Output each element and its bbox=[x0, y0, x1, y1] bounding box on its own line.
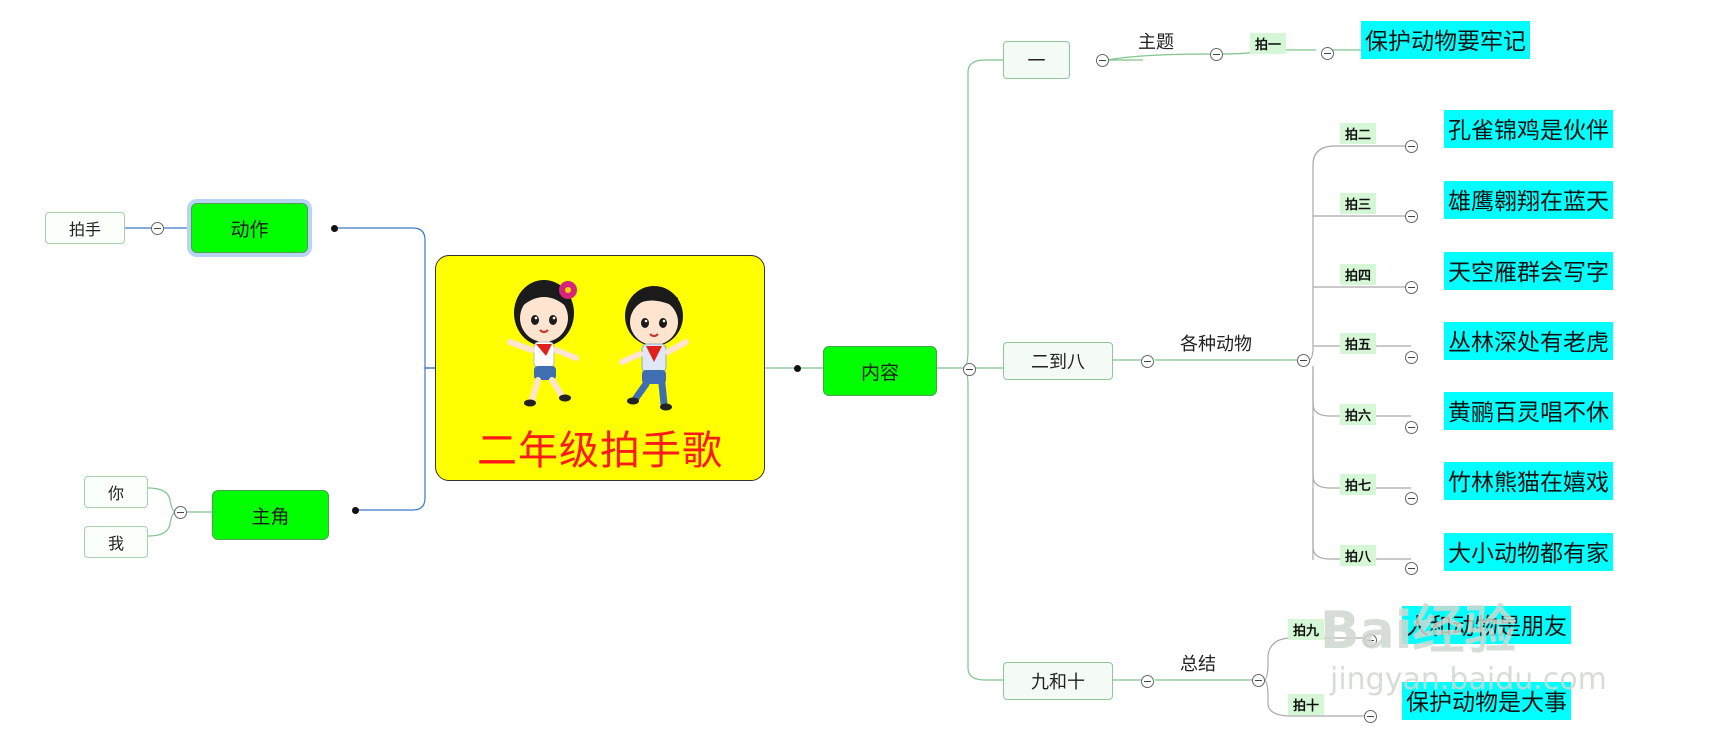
collapse-toggle-beat[interactable] bbox=[1405, 140, 1418, 153]
verse-text[interactable]: 大小动物都有家 bbox=[1444, 533, 1613, 571]
central-topic[interactable]: 二年级拍手歌 bbox=[435, 255, 765, 481]
collapse-toggle-summary[interactable] bbox=[1252, 674, 1265, 687]
verse-text[interactable]: 黄鹂百灵唱不休 bbox=[1444, 392, 1613, 430]
collapse-toggle-theme[interactable] bbox=[1210, 48, 1223, 61]
verse-text[interactable]: 保护动物要牢记 bbox=[1361, 21, 1530, 59]
watermark-brand: Bai经验 bbox=[1320, 601, 1517, 661]
collapse-toggle-action[interactable] bbox=[151, 222, 164, 235]
cartoon-children-icon bbox=[507, 280, 689, 411]
beat-label[interactable]: 拍一 bbox=[1250, 33, 1287, 54]
collapse-toggle-beat[interactable] bbox=[1405, 492, 1418, 505]
beat-label[interactable]: 拍六 bbox=[1340, 404, 1377, 425]
node-me[interactable]: 我 bbox=[84, 526, 148, 558]
branch-connector-dot bbox=[794, 365, 801, 372]
node-roles[interactable]: 主角 bbox=[212, 490, 329, 540]
collapse-toggle-beat[interactable] bbox=[1405, 562, 1418, 575]
collapse-toggle-group-two-to-eight[interactable] bbox=[1141, 355, 1154, 368]
branch-connector-dot bbox=[352, 507, 359, 514]
beat-label[interactable]: 拍十 bbox=[1288, 694, 1325, 715]
beat-label[interactable]: 拍四 bbox=[1340, 264, 1377, 285]
verse-text[interactable]: 人和动物是朋友 bbox=[1402, 606, 1571, 644]
collapse-toggle-roles[interactable] bbox=[174, 506, 187, 519]
branch-connector-dot bbox=[331, 225, 338, 232]
collapse-toggle-beat[interactable] bbox=[1405, 281, 1418, 294]
verse-text[interactable]: 天空雁群会写字 bbox=[1444, 252, 1613, 290]
label-various-animals[interactable]: 各种动物 bbox=[1180, 334, 1252, 355]
node-action[interactable]: 动作 bbox=[191, 203, 308, 253]
node-you[interactable]: 你 bbox=[84, 476, 148, 508]
node-group-two-to-eight[interactable]: 二到八 bbox=[1003, 342, 1113, 380]
node-clap[interactable]: 拍手 bbox=[45, 212, 125, 244]
beat-label[interactable]: 拍八 bbox=[1340, 545, 1377, 566]
collapse-toggle-various-animals[interactable] bbox=[1297, 354, 1310, 367]
verse-text[interactable]: 保护动物是大事 bbox=[1402, 682, 1571, 720]
verse-text[interactable]: 丛林深处有老虎 bbox=[1444, 322, 1613, 360]
collapse-toggle-beat[interactable] bbox=[1364, 710, 1377, 723]
collapse-toggle-group-nine-and-ten[interactable] bbox=[1141, 675, 1154, 688]
beat-label[interactable]: 拍二 bbox=[1340, 123, 1377, 144]
collapse-toggle-group-one[interactable] bbox=[1096, 54, 1109, 67]
collapse-toggle-beat[interactable] bbox=[1405, 421, 1418, 434]
verse-text[interactable]: 竹林熊猫在嬉戏 bbox=[1444, 462, 1613, 500]
central-title: 二年级拍手歌 bbox=[477, 428, 723, 474]
verse-text[interactable]: 雄鹰翱翔在蓝天 bbox=[1444, 181, 1613, 219]
label-summary[interactable]: 总结 bbox=[1180, 654, 1216, 675]
collapse-toggle-beat[interactable] bbox=[1405, 351, 1418, 364]
collapse-toggle-beat[interactable] bbox=[1321, 47, 1334, 60]
beat-label[interactable]: 拍三 bbox=[1340, 193, 1377, 214]
watermark-url: jingyan.baidu.com bbox=[1330, 662, 1607, 697]
beat-label[interactable]: 拍七 bbox=[1340, 474, 1377, 495]
node-group-nine-and-ten[interactable]: 九和十 bbox=[1003, 662, 1113, 700]
node-content[interactable]: 内容 bbox=[823, 346, 937, 396]
label-theme[interactable]: 主题 bbox=[1138, 32, 1174, 53]
collapse-toggle-content[interactable] bbox=[963, 363, 976, 376]
beat-label[interactable]: 拍五 bbox=[1340, 333, 1377, 354]
verse-text[interactable]: 孔雀锦鸡是伙伴 bbox=[1444, 110, 1613, 148]
beat-label[interactable]: 拍九 bbox=[1288, 619, 1325, 640]
node-group-one[interactable]: 一 bbox=[1003, 41, 1070, 79]
collapse-toggle-beat[interactable] bbox=[1364, 634, 1377, 647]
collapse-toggle-beat[interactable] bbox=[1405, 210, 1418, 223]
